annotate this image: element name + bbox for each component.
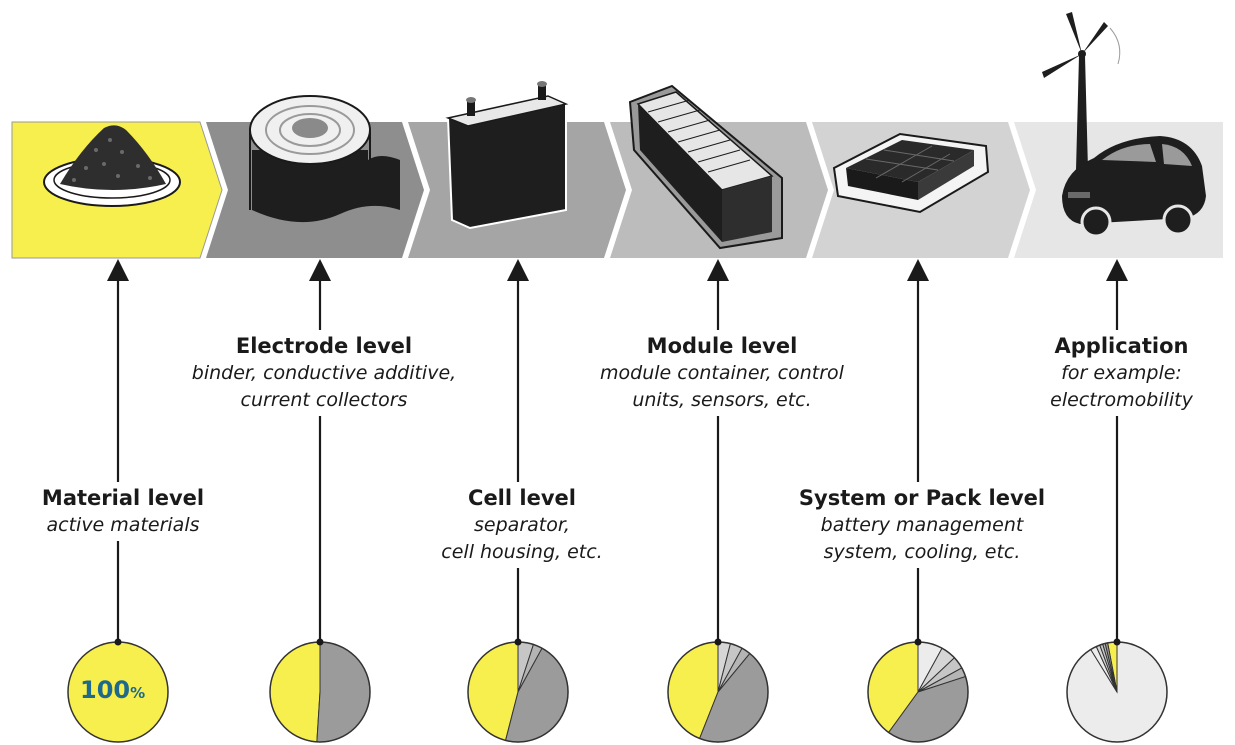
level-title: Module level [646, 334, 798, 358]
level-title: Cell level [468, 486, 576, 510]
label-application: Application for example: electromobility [1010, 330, 1233, 416]
arrow-group [107, 259, 1128, 648]
label-cell: Cell level separator, cell housing, etc. [408, 482, 636, 568]
level-desc: separator, cell housing, etc. [441, 514, 603, 563]
pie-material-level [67, 638, 169, 743]
pie-application [1066, 638, 1168, 743]
level-title: System or Pack level [798, 486, 1046, 510]
pie-slice [269, 641, 321, 743]
electrode-roll-icon [249, 95, 400, 223]
level-title: Material level [41, 486, 205, 510]
level-title: Application [1054, 334, 1189, 358]
level-desc: battery management system, cooling, etc. [820, 514, 1024, 563]
pie-slice [316, 641, 371, 743]
pie-cell-level [467, 638, 569, 743]
banner-strip [11, 121, 1223, 259]
arrow-origin-dot [316, 638, 324, 646]
level-desc: for example: electromobility [1050, 362, 1193, 411]
pie-electrode-level [269, 638, 371, 743]
level-desc: binder, conductive additive, current col… [191, 362, 457, 411]
arrow-origin-dot [514, 638, 522, 646]
arrow-origin-dot [914, 638, 922, 646]
label-electrode: Electrode level binder, conductive addit… [140, 330, 508, 416]
level-desc: module container, control units, sensors… [600, 362, 844, 411]
battery-cell-icon [445, 81, 569, 230]
battery-pack-icon [832, 132, 990, 214]
battery-module-icon [628, 84, 783, 250]
percent-sign: % [130, 684, 146, 702]
electric-car-icon [1062, 136, 1206, 238]
pie-module-level [667, 638, 769, 743]
arrow-origin-dot [714, 638, 722, 646]
material-percent-label: 100% [80, 676, 145, 704]
level-desc: active materials [46, 514, 200, 536]
pie-group [67, 638, 1168, 743]
label-module: Module level module container, control u… [548, 330, 896, 416]
level-title: Electrode level [235, 334, 413, 358]
powder-plate-icon [43, 125, 181, 207]
arrow-origin-dot [114, 638, 122, 646]
arrow-origin-dot [1113, 638, 1121, 646]
wind-turbine-icon [1042, 12, 1121, 170]
label-material: Material level active materials [14, 482, 232, 541]
pie-system-or-pack-level [867, 638, 969, 743]
percent-value: 100 [80, 676, 131, 704]
label-system: System or Pack level battery management … [768, 482, 1076, 568]
